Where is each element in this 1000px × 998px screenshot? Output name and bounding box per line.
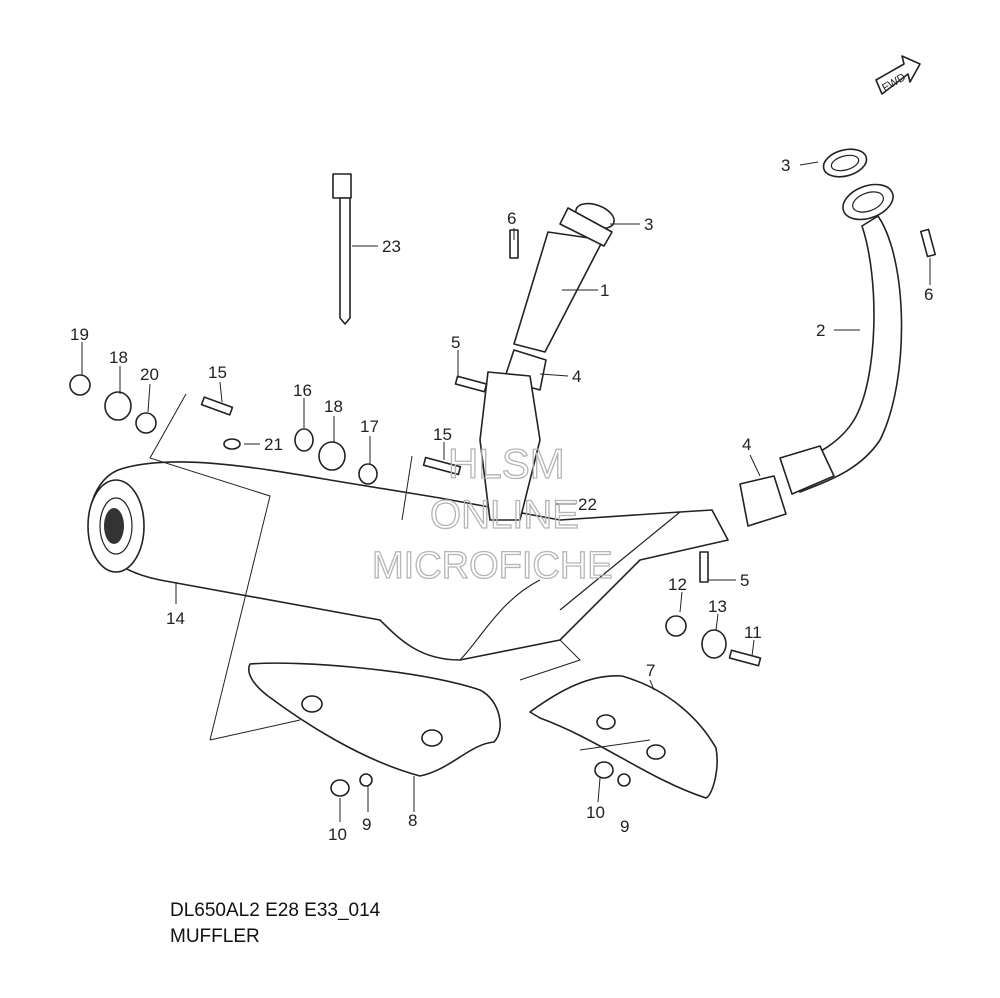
part-1-mid-pipe (513, 202, 615, 353)
callout-18-left: 18 (109, 348, 128, 367)
watermark-line2: ONLINE (430, 493, 579, 537)
callout-3-left: 3 (644, 215, 653, 234)
callout-5-upper: 5 (451, 333, 460, 352)
callout-7: 7 (646, 661, 655, 680)
callout-2: 2 (816, 321, 825, 340)
part-8-heat-shield (248, 662, 501, 777)
callout-14: 14 (166, 609, 185, 628)
callout-6-left: 6 (507, 209, 516, 228)
callout-5-lower: 5 (740, 571, 749, 590)
leader-lines (81, 161, 931, 822)
part-14-muffler (87, 371, 729, 661)
callout-3-right: 3 (781, 156, 790, 175)
callout-1: 1 (600, 281, 609, 300)
model-code: DL650AL2 E28 E33_014 (170, 900, 381, 921)
diagram-title: MUFFLER (170, 926, 260, 947)
hardware-set (69, 228, 937, 797)
part-3-gasket-right (822, 148, 868, 178)
callout-4-lower: 4 (742, 435, 751, 454)
callout-10-right: 10 (586, 803, 605, 822)
callout-20: 20 (140, 365, 159, 384)
callout-15-left: 15 (208, 363, 227, 382)
callout-16: 16 (293, 381, 312, 400)
watermark-line3: MICROFICHE (372, 545, 613, 587)
watermark: HLSM ONLINE MICROFICHE (371, 439, 613, 587)
callout-21: 21 (264, 435, 283, 454)
callout-9-left: 9 (362, 815, 371, 834)
callout-10-left: 10 (328, 825, 347, 844)
callout-23: 23 (382, 237, 401, 256)
callout-13: 13 (708, 597, 727, 616)
callout-4-upper: 4 (572, 367, 581, 386)
watermark-line1: HLSM (448, 440, 565, 487)
callout-8: 8 (408, 811, 417, 830)
callout-9-right: 9 (620, 817, 629, 836)
part-2-exhaust-header (779, 183, 903, 495)
callout-17: 17 (360, 417, 379, 436)
callout-15-right: 15 (433, 425, 452, 444)
callout-19: 19 (70, 325, 89, 344)
callout-22: 22 (578, 495, 597, 514)
part-4-connector-lower (739, 475, 787, 527)
part-7-heat-shield (529, 675, 718, 799)
callout-18-right: 18 (324, 397, 343, 416)
callout-labels: 1 2 3 3 4 4 5 5 6 6 7 8 9 9 10 10 11 12 … (70, 156, 933, 844)
callout-12: 12 (668, 575, 687, 594)
bracket-outlines (149, 393, 651, 751)
callout-11: 11 (744, 623, 762, 642)
callout-6-right: 6 (924, 285, 933, 304)
fwd-arrow-icon: FWD (875, 55, 921, 95)
part-23-cable-tie (332, 173, 352, 325)
